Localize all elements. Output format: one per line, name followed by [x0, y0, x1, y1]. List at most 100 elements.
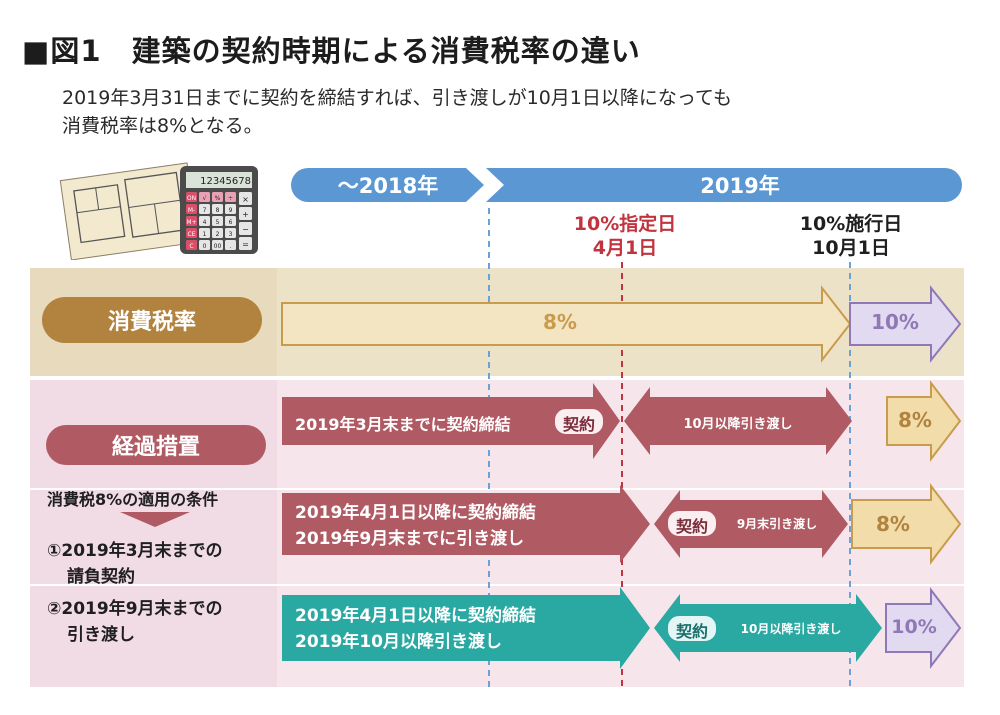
calculator-key-label: 00 [214, 243, 222, 250]
row3-rate-arrow [885, 587, 962, 669]
row2-rate-arrow [851, 483, 962, 565]
calculator-key [186, 204, 197, 214]
calculator-key [186, 216, 197, 226]
row3-text-line-1: 2019年4月1日以降に契約締結 [295, 606, 536, 626]
calculator-key-label: 7 [203, 207, 207, 214]
row-divider-1 [30, 488, 964, 490]
calculator-key [239, 207, 252, 220]
calculator-key [199, 240, 210, 250]
calculator-key [239, 222, 252, 235]
enforcement-date-label: 10%施行日 10月1日 [786, 212, 916, 260]
row2-delivery-arrow [654, 490, 848, 558]
calculator-key [239, 192, 252, 205]
calculator-key [212, 216, 223, 226]
row1-contract-arrow [282, 383, 620, 459]
subtitle-line-1: 2019年3月31日までに契約を締結すれば、引き渡しが10月1日以降になっても [62, 87, 732, 109]
row2-text-line-1: 2019年4月1日以降に契約締結 [295, 503, 536, 523]
calculator-key-label: C [189, 243, 193, 250]
calculator-key [225, 240, 236, 250]
row1-text: 2019年3月末までに契約締結 [295, 415, 511, 434]
period-2018-label: ～2018年 [338, 174, 438, 198]
calculator-key [199, 216, 210, 226]
row1-badge: 契約 [562, 415, 595, 434]
row3-middle: 10月以降引き渡し [740, 622, 842, 636]
calculator-key [186, 192, 197, 202]
rate-8-text: 8% [543, 310, 577, 334]
calculator-key [225, 216, 236, 226]
calculator-key [212, 228, 223, 238]
calculator-key-label: 6 [229, 219, 233, 226]
tax-rate-pill: 消費税率 [42, 297, 262, 343]
calculator-key-label: 2 [216, 231, 220, 238]
calculator-key-label: ÷ [228, 195, 233, 202]
row3-badge-shape [666, 614, 718, 643]
row3-text: 2019年4月1日以降に契約締結 2019年10月以降引き渡し [295, 603, 536, 655]
calculator-key [225, 228, 236, 238]
calculator-key [212, 240, 223, 250]
calculator-key-label: 9 [229, 207, 233, 214]
calculator-key-label: 3 [229, 231, 233, 238]
enforcement-line-1: 10%施行日 [799, 213, 903, 235]
row-divider-2 [30, 584, 964, 586]
calculator-key-label: M+ [186, 219, 196, 226]
blueprint-icon [59, 162, 199, 260]
row1-rate-arrow [886, 380, 962, 462]
calculator-key-label: + [242, 210, 249, 219]
period-2019-bar [486, 168, 962, 202]
calculator-key-label: ON [187, 195, 196, 202]
row1-delivery-arrow [624, 387, 852, 455]
designation-line-1: 10%指定日 [573, 213, 677, 235]
calculator-display: 12345678 [200, 176, 251, 187]
calculator-key-label: 5 [216, 219, 220, 226]
rate-10-arrow [849, 285, 962, 363]
condition-2: ②2019年9月末までの 引き渡し [47, 596, 223, 648]
designation-date-label: 10%指定日 4月1日 [560, 212, 690, 260]
condition-2-line-1: ②2019年9月末までの [47, 599, 223, 619]
row3-text-line-2: 2019年10月以降引き渡し [295, 632, 502, 652]
row2-contract-arrow [282, 485, 650, 563]
transition-pill: 経過措置 [46, 425, 266, 465]
calculator-key-label: 1 [203, 231, 207, 238]
row1-badge-shape [553, 407, 605, 436]
row2-badge: 契約 [675, 517, 708, 536]
calculator-key-label: = [242, 240, 249, 249]
row2-badge-shape [666, 509, 718, 538]
calculator-key-label: 0 [203, 243, 207, 250]
conditions-heading: 消費税8%の適用の条件 [47, 490, 219, 509]
row3-rate: 10% [891, 616, 937, 638]
calculator-key-label: % [215, 195, 221, 202]
row2-text: 2019年4月1日以降に契約締結 2019年9月末までに引き渡し [295, 500, 536, 552]
calculator-key-label: CE [188, 231, 196, 238]
calculator-key [225, 204, 236, 214]
condition-1-line-2: 請負契約 [67, 567, 135, 587]
calculator-key [186, 228, 197, 238]
row2-middle: 9月末引き渡し [736, 517, 818, 531]
timeline-header: ～2018年 2019年 [291, 168, 962, 202]
calculator-key-label: × [242, 195, 249, 204]
calculator-key-label: − [242, 225, 249, 234]
row3-badge: 契約 [675, 622, 708, 641]
period-2019-label: 2019年 [700, 174, 779, 198]
calculator-key-label: 8 [216, 207, 220, 214]
rate-8-arrow [281, 285, 852, 363]
row3-contract-arrow [282, 587, 650, 669]
condition-1: ①2019年3月末までの 請負契約 [47, 538, 223, 590]
calculator-key [212, 192, 223, 202]
condition-1-line-1: ①2019年3月末までの [47, 541, 223, 561]
row1-rate: 8% [898, 408, 932, 432]
figure-subtitle: 2019年3月31日までに契約を締結すれば、引き渡しが10月1日以降になっても … [62, 84, 732, 140]
row3-delivery-arrow [654, 594, 882, 662]
calculator-key [186, 240, 197, 250]
calculator-key [225, 192, 236, 202]
condition-2-line-2: 引き渡し [67, 625, 135, 645]
calculator-key [239, 237, 252, 250]
row1-middle: 10月以降引き渡し [683, 417, 793, 432]
calculator-key [212, 204, 223, 214]
calculator-key [199, 204, 210, 214]
calculator-key [199, 228, 210, 238]
row2-text-line-2: 2019年9月末までに引き渡し [295, 529, 525, 549]
enforcement-line-2: 10月1日 [812, 237, 890, 259]
calculator-key-label: 4 [203, 219, 207, 226]
